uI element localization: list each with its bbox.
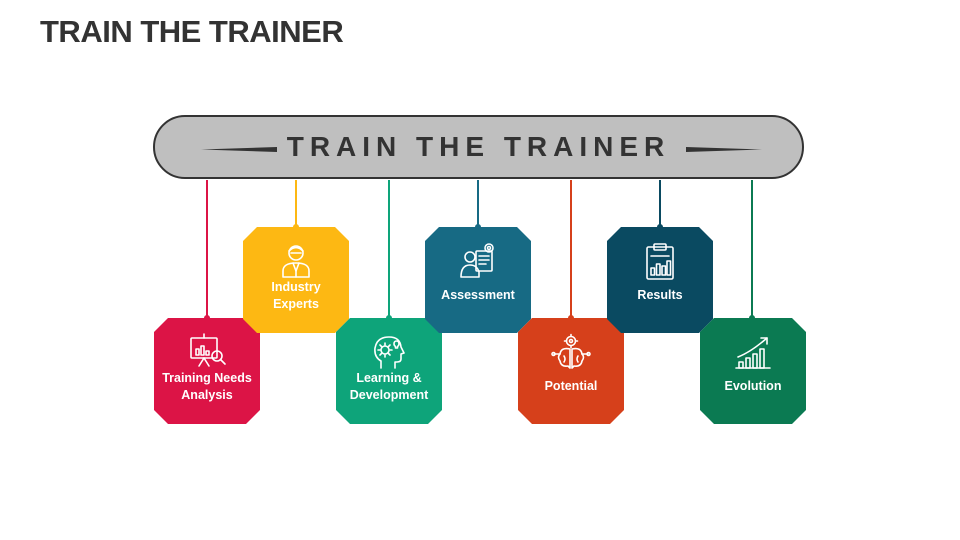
tile-assessment: Assessment bbox=[425, 227, 531, 333]
brain-gear-icon bbox=[551, 333, 591, 369]
connector-3 bbox=[388, 180, 390, 318]
banner-text: TRAIN THE TRAINER bbox=[286, 131, 671, 162]
tile-potential: Potential bbox=[518, 318, 624, 424]
banner-right-spike bbox=[686, 147, 762, 152]
clipboard-bar-chart-icon bbox=[646, 243, 674, 280]
tile-label: Assessment bbox=[441, 288, 515, 302]
tile-evolution: Evolution bbox=[700, 318, 806, 424]
tile-label: Results bbox=[637, 288, 683, 302]
slide-title: TRAIN THE TRAINER bbox=[40, 14, 344, 49]
connector-5 bbox=[570, 180, 572, 318]
growth-chart-arrow-icon bbox=[735, 337, 771, 369]
tile-label: Evolution bbox=[724, 379, 782, 393]
tile-results: Results bbox=[607, 227, 713, 333]
person-screen-gear-icon bbox=[460, 243, 494, 278]
presentation-chart-magnifier-icon bbox=[190, 333, 226, 367]
head-gear-lightbulb-icon bbox=[374, 336, 405, 369]
tile-training-needs-analysis: Training Needs Analysis bbox=[154, 318, 260, 424]
connector-1 bbox=[206, 180, 208, 318]
tile-learning-development: Learning & Development bbox=[336, 318, 442, 424]
tile-label: Learning & Development bbox=[349, 371, 429, 402]
banner-left-spike bbox=[201, 147, 277, 152]
tile-industry-experts: Industry Experts bbox=[243, 227, 349, 333]
connector-6 bbox=[659, 180, 661, 227]
connector-2 bbox=[295, 180, 297, 227]
title-banner: TRAIN THE TRAINER bbox=[153, 115, 804, 179]
tile-label: Industry Experts bbox=[271, 280, 321, 311]
tile-label: Training Needs Analysis bbox=[162, 371, 252, 402]
connector-7 bbox=[751, 180, 753, 318]
tile-label: Potential bbox=[544, 379, 598, 393]
connector-4 bbox=[477, 180, 479, 227]
expert-person-icon bbox=[282, 245, 310, 278]
